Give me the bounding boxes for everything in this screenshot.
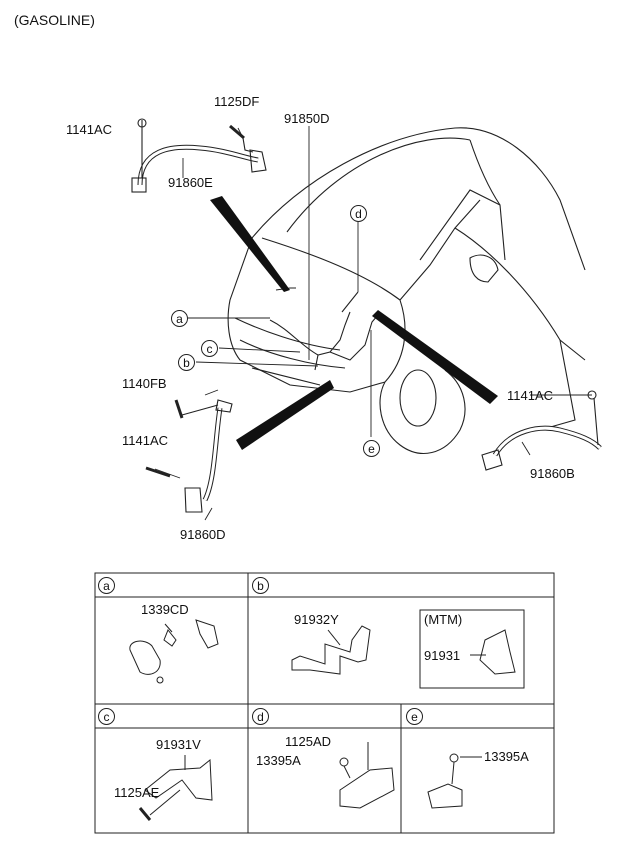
callout-e: e <box>363 440 380 457</box>
label-13395A-e: 13395A <box>484 749 529 764</box>
table-callout-d: d <box>252 708 269 725</box>
callout-c: c <box>201 340 218 357</box>
car-outline <box>227 127 586 454</box>
label-1140FB: 1140FB <box>122 376 167 391</box>
part-91931 <box>419 609 525 689</box>
callout-d: d <box>350 205 367 222</box>
label-91860B: 91860B <box>530 466 575 481</box>
label-91860E: 91860E <box>168 175 213 190</box>
label-1141AC-right: 1141AC <box>507 388 554 403</box>
table-callout-c: c <box>98 708 115 725</box>
table-callout-e: e <box>406 708 423 725</box>
label-1339CD: 1339CD <box>141 602 189 617</box>
part-91931V <box>138 755 213 821</box>
label-1141AC-left: 1141AC <box>122 433 169 448</box>
part-13395A-e <box>427 753 482 809</box>
label-mtm: (MTM) <box>424 612 463 627</box>
table-callout-b: b <box>252 577 269 594</box>
harness-91850D <box>269 287 379 371</box>
table-callout-a: a <box>98 577 115 594</box>
part-1339CD <box>129 619 219 684</box>
label-1141AC-top: 1141AC <box>66 122 113 137</box>
label-1125DF: 1125DF <box>214 94 260 109</box>
diagram-header: (GASOLINE) <box>14 12 95 28</box>
label-91932Y: 91932Y <box>294 612 339 627</box>
part-91932Y <box>291 625 371 675</box>
callout-a: a <box>171 310 188 327</box>
label-91931V: 91931V <box>156 737 201 752</box>
cable-91860B <box>481 390 602 471</box>
parts-table <box>94 572 555 834</box>
label-91850D: 91850D <box>284 111 330 126</box>
label-1125AE: 1125AE <box>114 785 160 800</box>
part-13395A-d <box>339 742 395 809</box>
cable-91860D <box>145 399 233 513</box>
cable-91860E <box>131 118 267 193</box>
label-13395A-d: 13395A <box>256 753 301 768</box>
label-1125AD: 1125AD <box>285 734 332 749</box>
callout-b: b <box>178 354 195 371</box>
label-91931: 91931 <box>424 648 461 663</box>
label-91860D: 91860D <box>180 527 226 542</box>
